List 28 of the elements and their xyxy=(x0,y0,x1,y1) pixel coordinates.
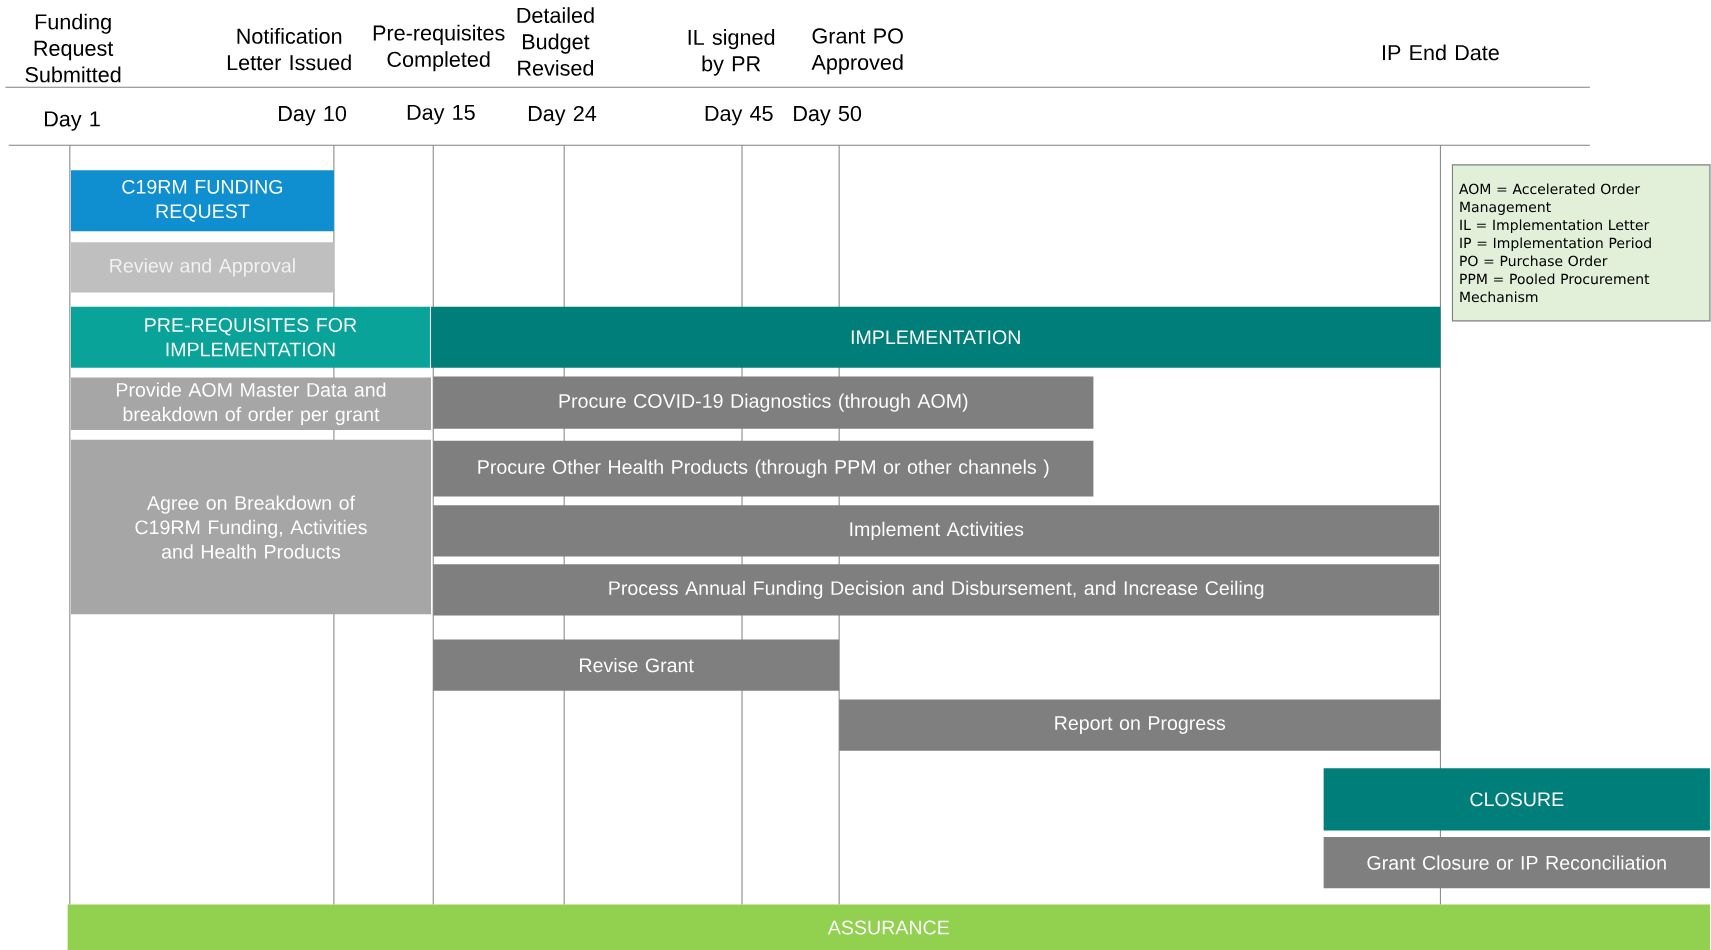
task-bar: Report on Progress xyxy=(839,699,1441,751)
phase-bar: PRE-REQUISITES FOR IMPLEMENTATION xyxy=(70,306,430,368)
phase-bar: CLOSURE xyxy=(1323,768,1710,831)
task-bar: Procure COVID-19 Diagnostics (through AOM) xyxy=(433,376,1094,429)
abbreviation-box: AOM = Accelerated Order Management IL = Implementation Letter IP = Implementation Period PO = Purchase Order PPM = Pooled Procurement Mechanism xyxy=(1451,163,1711,322)
day-label: Day 50 xyxy=(794,105,862,126)
task-bar: Procure Other Health Products (through PPM or other channels ) xyxy=(433,440,1094,497)
phase-bar: ASSURANCE xyxy=(67,904,1710,950)
task-bar: Agree on Breakdown of C19RM Funding, Activities and Health Products xyxy=(70,439,432,615)
milestone-label: IP End Date xyxy=(1383,44,1499,61)
phase-bar: C19RM FUNDING REQUEST xyxy=(70,170,334,232)
day-label: Day 15 xyxy=(407,104,475,125)
task-bar: Revise Grant xyxy=(433,639,840,691)
task-bar: Implement Activities xyxy=(433,505,1440,557)
milestone-label: IL signed by PR xyxy=(688,28,775,76)
phase-bar: IMPLEMENTATION xyxy=(431,306,1441,368)
day-label: Day 24 xyxy=(528,105,597,126)
task-bar: Provide AOM Master Data and breakdown of order per grant xyxy=(70,377,432,430)
milestone-label: Funding Request Submitted xyxy=(25,13,121,83)
milestone-label: Pre-requisites Completed xyxy=(373,24,505,72)
milestone-label: Grant PO Approved xyxy=(811,28,903,75)
milestone-label: Notification Letter Issued xyxy=(227,27,351,71)
day-label: Day 45 xyxy=(705,105,773,126)
day-label: Day 10 xyxy=(279,105,347,126)
milestone-label: Detailed Budget Revised xyxy=(517,6,594,76)
task-bar: Process Annual Funding Decision and Disbursement, and Increase Ceiling xyxy=(433,563,1440,616)
task-bar: Grant Closure or IP Reconciliation xyxy=(1323,836,1710,889)
day-label: Day 1 xyxy=(45,111,100,131)
